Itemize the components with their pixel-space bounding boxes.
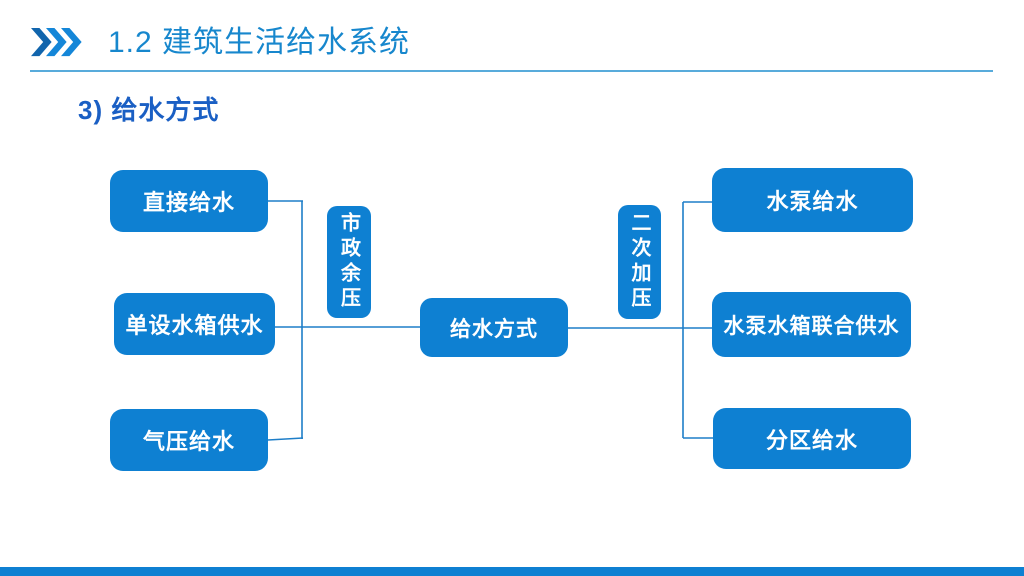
node-direct-water-supply: 直接给水 xyxy=(110,170,268,232)
node-pump-supply: 水泵给水 xyxy=(712,168,913,232)
node-water-supply-method: 给水方式 xyxy=(420,298,568,357)
header-divider xyxy=(30,70,993,72)
node-pneumatic-supply: 气压给水 xyxy=(110,409,268,471)
branch-label-municipal-residual-pressure: 市政余压 xyxy=(327,206,371,318)
branch-label-secondary-pressurization: 二次加压 xyxy=(618,205,661,319)
node-zoned-supply: 分区给水 xyxy=(713,408,911,469)
triple-chevron-right-icon xyxy=(31,27,82,57)
node-single-tank-supply: 单设水箱供水 xyxy=(114,293,275,355)
section-subtitle: 3) 给水方式 xyxy=(78,95,220,125)
page-title: 1.2 建筑生活给水系统 xyxy=(108,26,411,59)
node-pump-tank-combined-supply: 水泵水箱联合供水 xyxy=(712,292,911,357)
footer-accent-bar xyxy=(0,567,1024,576)
